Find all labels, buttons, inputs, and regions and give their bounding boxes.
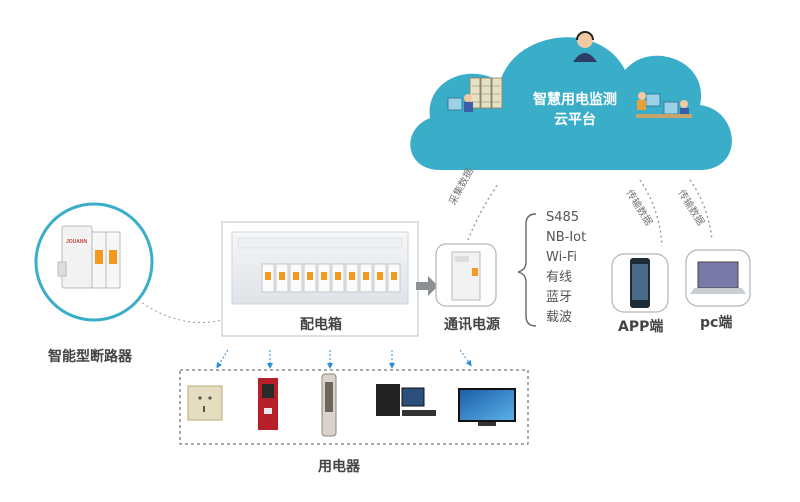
comm-protocol-item: NB-Iot — [546, 230, 587, 245]
television-icon — [458, 388, 516, 426]
mini-breaker-handle — [363, 272, 369, 280]
collect-data-flow — [467, 183, 499, 241]
protocol-bracket — [517, 213, 537, 327]
cloud-icon — [410, 37, 732, 171]
appliance-arrows — [216, 349, 472, 369]
breaker-connector — [137, 299, 223, 323]
breaker-icon — [57, 225, 121, 289]
breaker-label: 智能型断路器 — [48, 349, 132, 365]
desktop-computer-icon — [376, 384, 436, 416]
comm-protocol-item: 蓝牙 — [546, 290, 573, 305]
comm-power-label: 通讯电源 — [444, 317, 500, 333]
mini-breaker-handle — [293, 272, 299, 280]
cloud-title-line2: 云平台 — [554, 112, 596, 128]
appliances-frame — [179, 369, 529, 445]
server-rack-icon — [469, 77, 503, 109]
comm-power-module — [435, 243, 497, 307]
breaker-brand: JOUANN — [66, 239, 88, 245]
mini-breaker-handle — [391, 272, 397, 280]
comm-protocol-item: 载波 — [546, 310, 573, 325]
mini-breaker-handle — [321, 272, 327, 280]
mini-breaker-handle — [349, 272, 355, 280]
smartphone-icon — [611, 253, 669, 313]
mini-breaker-handle — [279, 272, 285, 280]
transfer-app-flow — [639, 179, 663, 247]
box-to-power-arrow — [416, 276, 438, 296]
mini-breaker-handle — [377, 272, 383, 280]
cloud-title: 智慧用电监测 云平台 — [520, 90, 630, 130]
workstation-icon-right — [636, 92, 692, 118]
comm-protocol-item: Wi-Fi — [546, 250, 578, 265]
mini-breaker-handle — [265, 272, 271, 280]
transfer-pc-flow — [689, 179, 713, 241]
workstation-icon — [447, 94, 473, 112]
appliances-label: 用电器 — [318, 459, 360, 475]
smart-breaker-group: JOUANN — [34, 202, 154, 322]
cloud-title-line1: 智慧用电监测 — [533, 92, 617, 108]
mini-breaker-handle — [307, 272, 313, 280]
tower-air-conditioner-icon — [321, 373, 337, 437]
headset-operator-icon — [573, 31, 597, 62]
mini-breaker-handle — [335, 272, 341, 280]
comm-protocol-item: S485 — [546, 210, 580, 225]
pc-label: pc端 — [700, 315, 733, 331]
breaker-row-icon — [261, 263, 401, 293]
distribution-box-label: 配电箱 — [300, 317, 342, 333]
comm-protocol-item: 有线 — [546, 270, 573, 285]
wall-socket-icon — [187, 385, 223, 421]
water-dispenser-icon — [258, 378, 278, 430]
laptop-icon — [685, 249, 751, 307]
app-label: APP端 — [618, 319, 664, 335]
